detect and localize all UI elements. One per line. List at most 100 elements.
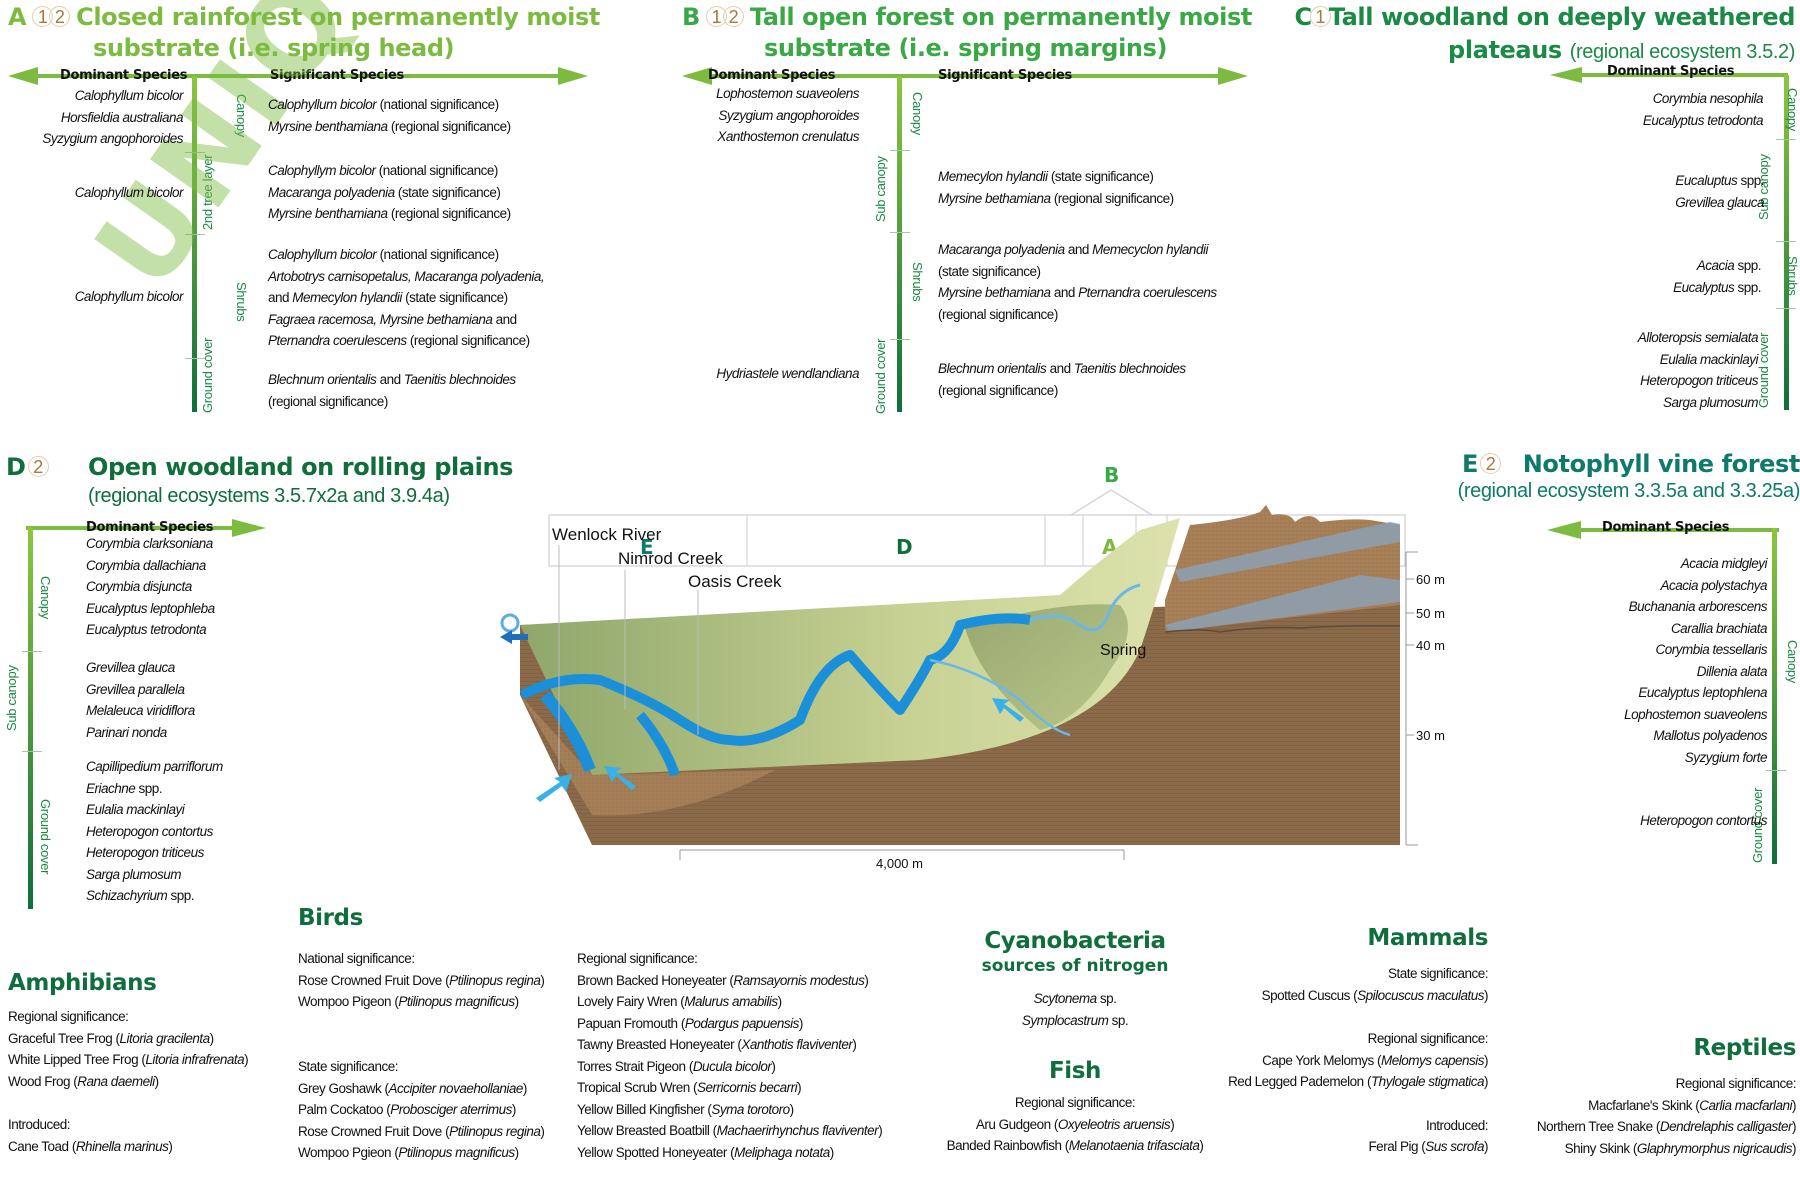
species: Eucalyptus leptophlena — [1638, 685, 1767, 700]
distance-scale-bar — [679, 849, 1125, 860]
cyanobacteria-title: Cyanobacteria — [984, 928, 1166, 954]
birds-state-label: State significance: — [298, 1059, 399, 1074]
panel-a-title-line1: Closed rainforest on permanently moist — [76, 3, 600, 31]
panel-e-ground: Heteropogon contortus — [1640, 813, 1767, 828]
panel-b-num-2: 2 — [722, 6, 744, 27]
species: Corymbia disjuncta — [86, 579, 192, 594]
label-nimrod-creek: Nimrod Creek — [618, 549, 723, 568]
layer-label-ground-cover: Ground cover — [200, 337, 215, 413]
panel-d-arrow — [26, 519, 266, 537]
layer-label-shrubs: Shrubs — [910, 262, 925, 302]
species: Acacia polystachya — [1660, 577, 1767, 593]
groundwater-inflow-arrows — [536, 698, 1024, 802]
panel-a-significant-shrubs: Calophyllum bicolor (national significan… — [268, 247, 545, 348]
axis-tick — [1776, 139, 1796, 140]
mammals-state-label: State significance: — [1387, 966, 1489, 981]
fauna-item: Tawny Breasted Honeyeater (Xanthotis fla… — [577, 1037, 857, 1052]
elevation-40m: 40 m — [1416, 638, 1445, 653]
zone-label-b: B — [1104, 463, 1119, 487]
fauna-item: Wompoo Pigeon (Ptilinopus magnificus) — [298, 994, 519, 1009]
fauna-item: Lovely Fairy Wren (Malurus amabilis) — [577, 994, 782, 1009]
panel-c-dominant-header: Dominant Species — [1607, 64, 1735, 79]
cyanobacteria-subtitle: sources of nitrogen — [981, 956, 1169, 976]
panel-c-subcanopy: Eucaluptus spp. Grevillea glauca — [1675, 170, 1764, 213]
panel-b-significant-ground: Blechnum orientalis and Taenitis blechno… — [938, 361, 1186, 398]
panel-d-num-2: 2 — [27, 456, 49, 477]
species: Eulalia mackinlayi — [86, 802, 185, 817]
panel-d-ground: Capillipedium parriflorum Eriachne spp. … — [86, 756, 223, 907]
elevation-scale — [1405, 551, 1418, 846]
axis-tick — [1766, 770, 1786, 771]
species: Corymbia dallachiana — [86, 557, 206, 573]
zone-label-e: E — [640, 535, 654, 559]
fauna-item: Yellow Spotted Honeyeater (Meliphaga not… — [577, 1144, 834, 1160]
panel-e-title: Notophyll vine forest — [1522, 450, 1800, 478]
fauna-item: Scytonema sp. — [1033, 991, 1117, 1006]
panel-b-double-arrow — [682, 67, 1248, 85]
birds-state: State significance: Grey Goshawk (Accipi… — [298, 1056, 545, 1164]
axis-tick — [1776, 308, 1796, 309]
panel-a-double-arrow — [8, 67, 588, 85]
fauna-item: Tropical Scrub Wren (Serricornis becarri… — [577, 1080, 802, 1095]
species: Horsfieldia australiana — [60, 109, 184, 125]
fauna-item: Cane Toad (Rhinella marinus) — [8, 1138, 173, 1154]
fauna-item: Rose Crowned Fruit Dove (Ptilinopus regi… — [298, 972, 545, 988]
panel-e-letter: E — [1462, 450, 1478, 478]
panel-e-num-2: 2 — [1480, 453, 1501, 474]
mammals-section: Mammals State significance: Spotted Cusc… — [1228, 925, 1488, 1158]
species: Sarga plumosum — [86, 866, 182, 882]
elevation-60m: 60 m — [1416, 572, 1445, 587]
layer-label-ground-cover: Ground cover — [873, 338, 888, 414]
species: Calophyllum bicolor — [74, 88, 184, 103]
species: Capillipedium parriflorum — [86, 759, 223, 774]
axis-tick — [890, 339, 910, 340]
axis-tick — [22, 751, 42, 752]
amphibians-regional-label: Regional significance: — [8, 1009, 129, 1024]
birds-regional: Regional significance: Brown Backed Hone… — [577, 948, 883, 1163]
layer-label-canopy: Canopy — [1785, 640, 1800, 684]
panel-a-significant-header: Significant Species — [270, 68, 404, 83]
fauna-item: Aru Gudgeon (Oxyeleotris aruensis) — [975, 1116, 1175, 1132]
main-river — [519, 613, 1031, 746]
fauna-item: Cape York Melomys (Melomys capensis) — [1262, 1052, 1488, 1068]
species: Eucalyptus tetrodonta — [1642, 112, 1764, 128]
reptiles-title: Reptiles — [1693, 1035, 1796, 1061]
panel-d-title: Open woodland on rolling plains — [88, 453, 514, 481]
label-oasis-creek: Oasis Creek — [688, 572, 782, 591]
panel-c-vertical-axis — [1784, 75, 1789, 410]
axis-tick — [890, 150, 910, 151]
species: Parinari nonda — [86, 724, 167, 740]
fish-title: Fish — [1048, 1058, 1102, 1084]
panel-b-title-line1: Tall open forest on permanently moist — [749, 3, 1252, 31]
species: Melaleuca viridiflora — [86, 703, 195, 718]
label-spring: Spring — [1100, 642, 1146, 659]
amphibians-title: Amphibians — [8, 970, 157, 996]
panel-a-title-line2: substrate (i.e. spring head) — [93, 34, 455, 62]
panel-c-title-line2: plateaus — [1448, 36, 1562, 64]
species: Corymbia nesophila — [1652, 91, 1764, 106]
fauna-item: Yellow Breasted Boatbill (Machaerirhynch… — [577, 1123, 883, 1138]
panel-c-letter: C — [1294, 3, 1312, 31]
panel-c-title-sub: (regional ecosystem 3.5.2) — [1569, 41, 1796, 63]
species: Xanthostemon crenulatus — [717, 129, 859, 144]
layer-label-sub-canopy: Sub canopy — [4, 665, 19, 731]
species: Heteropogon triticeus — [1640, 373, 1758, 388]
layer-label-shrubs: Shrubs — [234, 282, 249, 322]
fauna-item: Yellow Billed Kingfisher (Syma torotoro) — [577, 1101, 794, 1117]
species: Eucaluptus spp. — [1675, 173, 1764, 188]
fauna-item: Banded Rainbowfish (Melanotaenia trifasc… — [946, 1138, 1204, 1153]
species: Sarga plumosum — [1662, 394, 1759, 410]
reptiles-regional-label: Regional significance: — [1675, 1076, 1797, 1091]
species: Grevillea glauca — [1675, 194, 1764, 210]
layer-label-sub-canopy: Sub canopy — [873, 156, 888, 222]
panel-b-significant-header: Significant Species — [938, 68, 1072, 83]
fauna-item: Red Legged Pademelon (Thylogale stigmati… — [1228, 1074, 1488, 1089]
species: Corymbia clarksoniana — [86, 536, 213, 551]
zone-label-d: D — [896, 535, 913, 559]
panel-c-canopy: Corymbia nesophila Eucalyptus tetrodonta — [1642, 88, 1764, 131]
elevation-50m: 50 m — [1416, 606, 1445, 621]
label-wenlock-river: Wenlock River — [552, 525, 662, 544]
